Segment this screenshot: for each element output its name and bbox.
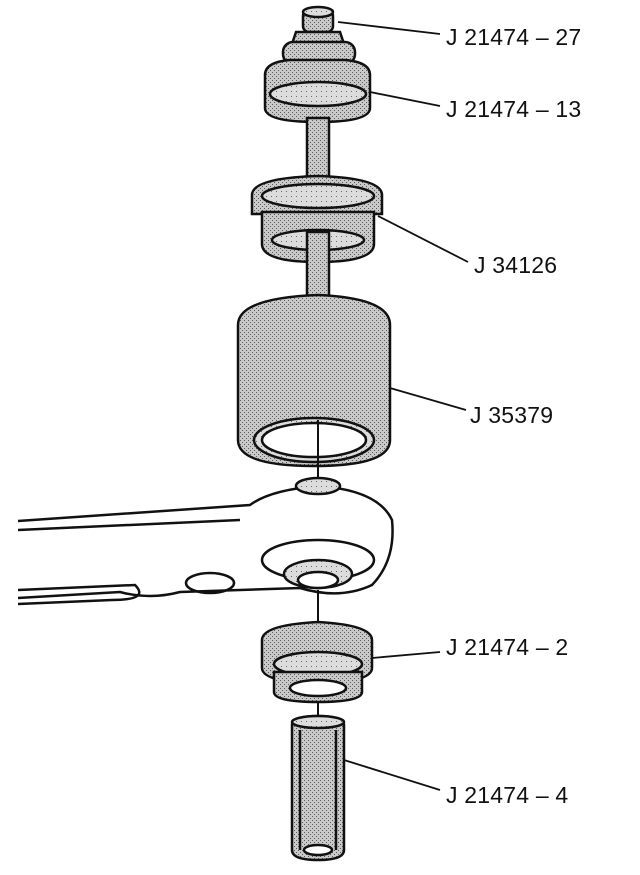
leader-lines [337,21,469,791]
part-j35379 [236,293,392,468]
part-j21474-2 [260,620,374,704]
rod-middle [305,230,331,300]
screw-head [281,5,357,66]
label-j21474-2: J 21474 – 2 [446,634,569,660]
label-j35379: J 35379 [470,402,554,428]
control-arm [17,476,394,606]
label-j21474-27: J 21474 – 27 [446,24,582,50]
rod-upper [305,116,331,186]
part-j21474-13 [263,58,372,124]
part-j21474-4 [290,714,346,862]
label-j21474-4: J 21474 – 4 [446,782,569,808]
label-j34126: J 34126 [474,252,558,278]
label-j21474-13: J 21474 – 13 [446,96,582,122]
